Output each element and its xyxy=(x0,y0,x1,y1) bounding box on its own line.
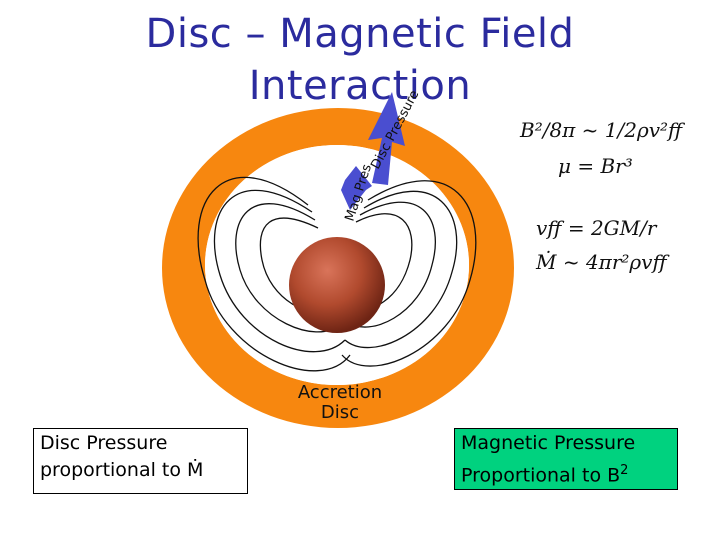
magnetic-pressure-text: Proportional to B xyxy=(461,464,620,486)
disc-pressure-text-line-1: Disc Pressure xyxy=(40,430,241,457)
magnetic-pressure-text-line-1: Magnetic Pressure xyxy=(461,430,671,457)
equation-accretion-rate: Ṁ ~ 4πr²ρvff xyxy=(536,250,667,274)
disc-label-line-2: Disc xyxy=(321,402,359,423)
magnetic-pressure-text-line-2: Proportional to B2 xyxy=(461,457,671,489)
equation-freefall-velocity: vff = 2GM/r xyxy=(536,216,656,240)
squared-superscript: 2 xyxy=(620,463,628,478)
disc-pressure-text-line-2: proportional to Ṁ xyxy=(40,457,241,484)
neutron-star xyxy=(289,237,385,333)
disc-pressure-box: Disc Pressure proportional to Ṁ xyxy=(33,428,248,494)
equation-pressure-balance: B²/8π ~ 1/2ρv²ff xyxy=(520,118,682,142)
equation-magnetic-moment: μ = Br³ xyxy=(558,154,633,178)
magnetic-pressure-box: Magnetic Pressure Proportional to B2 xyxy=(454,428,678,490)
disc-label-line-1: Accretion xyxy=(298,382,382,403)
